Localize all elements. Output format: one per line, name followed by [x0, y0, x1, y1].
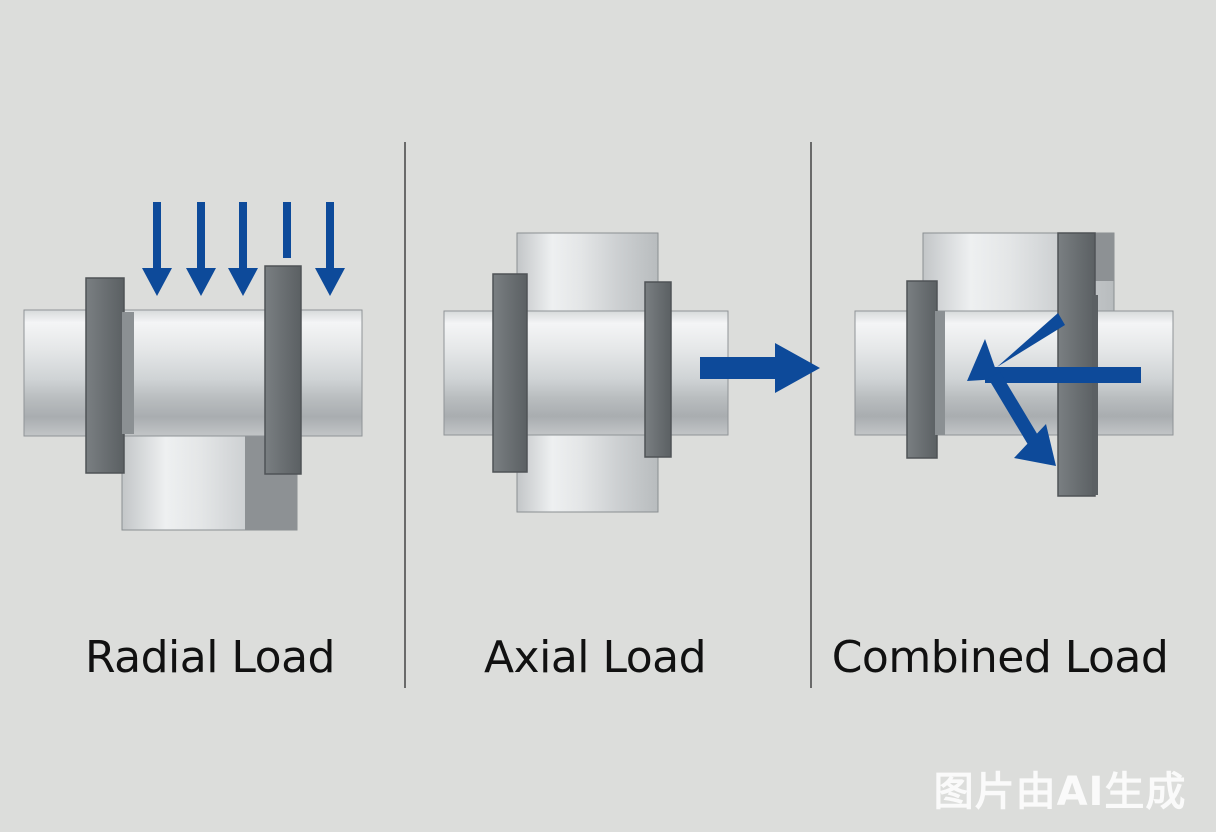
housing-block-lower [516, 431, 659, 513]
bearing-ring-left-inner [122, 312, 134, 434]
bearing-ring-right [1057, 232, 1096, 497]
arrow-down-5 [315, 202, 345, 296]
ai-generated-watermark: 图片由AI生成 [933, 769, 1187, 815]
axial-load-illustration [443, 232, 820, 513]
arrow-down-2 [186, 202, 216, 296]
shaft [443, 310, 729, 436]
arrow-diagonal-up [997, 313, 1065, 367]
arrow-head-left [967, 339, 999, 381]
bearing-ring-right [264, 265, 302, 475]
caption-radial-load: Radial Load [85, 632, 335, 683]
arrow-down-4 [283, 202, 291, 258]
bearing-ring-right-inner [1092, 295, 1098, 495]
housing-block-upper [516, 232, 659, 316]
arrow-down-1 [142, 202, 172, 296]
bearing-ring-right [644, 281, 672, 458]
arrow-down-3 [228, 202, 258, 296]
arrow-axial-shaft [985, 367, 1141, 383]
bearing-ring-left [85, 277, 125, 474]
bearing-ring-left [492, 273, 528, 473]
bearing-ring-left-inner [935, 311, 945, 435]
radial-load-illustration [23, 202, 363, 531]
combined-load-illustration [854, 232, 1174, 497]
arrow-diagonal-down [988, 372, 1042, 448]
caption-axial-load: Axial Load [483, 632, 707, 683]
caption-combined-load: Combined Load [831, 632, 1169, 683]
shaft [23, 309, 363, 437]
radial-force-arrows [142, 202, 345, 296]
combined-force-arrows [967, 313, 1141, 466]
axial-force-arrow [700, 343, 820, 393]
bearing-ring-left [906, 280, 938, 459]
arrow-head-down [1014, 424, 1056, 466]
